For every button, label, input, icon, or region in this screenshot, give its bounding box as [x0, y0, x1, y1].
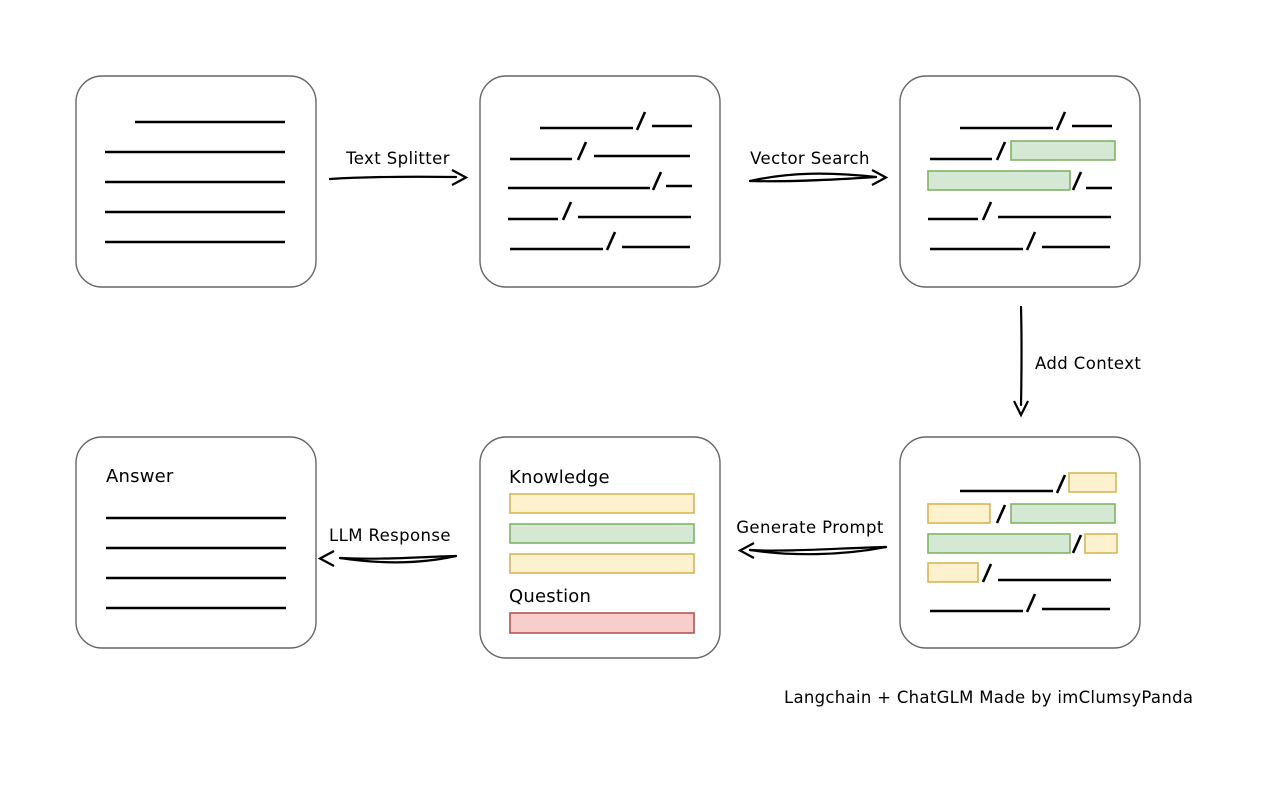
prompt-box[interactable] — [479, 436, 721, 659]
node-answer[interactable]: Answer — [75, 436, 317, 649]
node-retrieved-chunks[interactable] — [899, 75, 1141, 288]
node-prompt[interactable]: Knowledge Question — [479, 436, 721, 659]
highlight-green — [1010, 140, 1116, 161]
separator-slash — [981, 201, 993, 221]
arrow-shaft — [748, 545, 888, 556]
arrow-head-icon — [737, 542, 755, 559]
arrow-head-icon — [871, 169, 889, 186]
question-label: Question — [509, 586, 591, 607]
separator-slash — [1025, 231, 1037, 251]
separator-slash — [651, 171, 663, 191]
split-chunks-lines — [508, 111, 692, 251]
separator-slash — [1071, 171, 1083, 191]
arrow-head-icon — [451, 169, 469, 186]
arrow-shaft — [748, 172, 878, 183]
knowledge-bar-yellow — [509, 553, 695, 574]
answer-box[interactable] — [75, 436, 317, 649]
arrow-shaft — [338, 554, 458, 564]
edge-add-context: Add Context — [1013, 305, 1141, 418]
node-split-chunks[interactable] — [479, 75, 721, 288]
highlight-green — [927, 170, 1071, 191]
separator-slash — [605, 231, 617, 251]
arrow-head-icon — [317, 550, 335, 567]
highlight-yellow — [1068, 472, 1117, 493]
node-source-document[interactable] — [75, 75, 317, 288]
separator-slash — [1025, 593, 1037, 613]
edge-label-add-context: Add Context — [1035, 354, 1141, 373]
answer-lines — [106, 516, 286, 610]
edge-label-text-splitter: Text Splitter — [345, 149, 450, 168]
edge-generate-prompt: Generate Prompt — [736, 518, 888, 559]
edge-label-vector-search: Vector Search — [750, 149, 870, 168]
knowledge-bar-yellow — [509, 493, 695, 514]
edge-llm-response: LLM Response — [317, 526, 458, 567]
separator-slash — [561, 201, 573, 221]
edge-label-llm-response: LLM Response — [329, 526, 451, 545]
node-prompt-context[interactable] — [899, 436, 1141, 649]
question-bars — [509, 612, 695, 634]
prompt-context-lines — [927, 472, 1118, 613]
separator-slash — [1055, 111, 1067, 131]
arrow-shaft — [328, 175, 458, 181]
arrow-shaft-secondary — [338, 554, 458, 560]
question-bar-red — [509, 612, 695, 634]
separator-slash — [995, 504, 1007, 524]
separator-slash — [635, 111, 647, 131]
edge-text-splitter: Text Splitter — [328, 149, 469, 186]
separator-slash — [1055, 474, 1067, 494]
source-document-lines — [105, 120, 285, 244]
separator-slash — [1071, 534, 1083, 554]
edge-label-generate-prompt: Generate Prompt — [736, 518, 884, 537]
arrow-shaft-secondary — [748, 175, 878, 183]
knowledge-bar-green — [509, 523, 695, 544]
highlight-yellow — [1084, 533, 1118, 554]
highlight-yellow — [927, 562, 979, 583]
knowledge-bars — [509, 493, 695, 574]
separator-slash — [576, 141, 588, 161]
highlight-yellow — [927, 503, 991, 524]
answer-label: Answer — [106, 466, 174, 487]
arrow-shaft-secondary — [748, 545, 888, 552]
separator-slash — [995, 141, 1007, 161]
arrow-shaft — [1019, 305, 1023, 407]
highlight-green — [927, 533, 1071, 554]
edge-vector-search: Vector Search — [748, 149, 889, 186]
arrow-head-icon — [1013, 400, 1029, 418]
highlight-green — [1010, 503, 1116, 524]
split-chunks-box[interactable] — [479, 75, 721, 288]
separator-slash — [981, 563, 993, 583]
knowledge-label: Knowledge — [509, 467, 610, 488]
footer-credit: Langchain + ChatGLM Made by imClumsyPand… — [784, 688, 1193, 707]
retrieved-chunks-lines — [927, 111, 1116, 251]
